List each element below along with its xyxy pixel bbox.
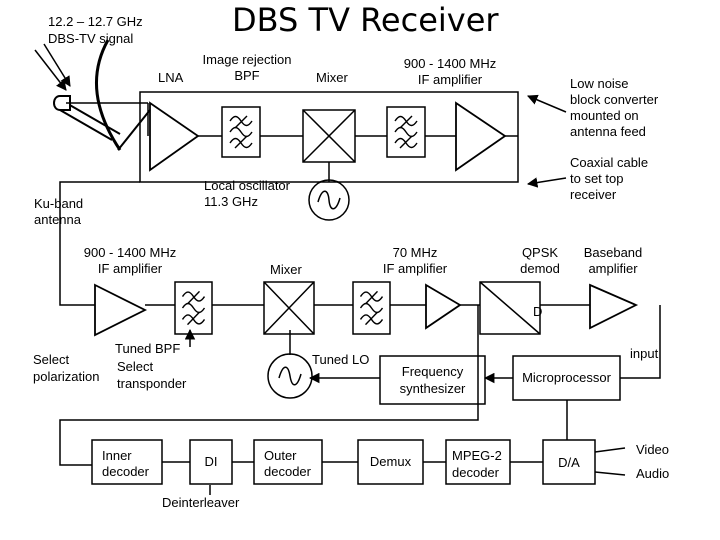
microprocessor-label: Microprocessor bbox=[522, 370, 611, 385]
tuned-bpf-glyph-icon bbox=[181, 290, 206, 326]
audio-output-label: Audio bbox=[636, 466, 670, 481]
inner-decoder-label: Inner bbox=[102, 448, 132, 463]
cable-note-2: to set top bbox=[570, 171, 624, 186]
tuned-lo-label: Tuned LO bbox=[312, 352, 370, 367]
tuned-lo-icon bbox=[267, 353, 313, 399]
lnb-note-4: antenna feed bbox=[570, 124, 646, 139]
if70-label-2: IF amplifier bbox=[382, 261, 448, 276]
baseband-label-2: amplifier bbox=[588, 261, 638, 276]
cable-note-arrow bbox=[526, 177, 567, 188]
inner-decoder-label-2: decoder bbox=[102, 464, 149, 479]
frequency-synthesizer-block bbox=[379, 355, 486, 405]
lnb-note-1: Low noise bbox=[570, 76, 629, 91]
coax-cable-wire bbox=[59, 181, 140, 306]
lnb-note-2: block converter bbox=[570, 92, 659, 107]
qpsk-label-2: demod bbox=[520, 261, 560, 276]
outer-decoder-label: Outer bbox=[264, 448, 297, 463]
lna-label: LNA bbox=[158, 70, 184, 85]
rx-mixer-block bbox=[263, 281, 315, 335]
select-transponder-label: Select bbox=[117, 359, 154, 374]
cable-note-1: Coaxial cable bbox=[570, 155, 649, 170]
if70-amplifier-icon bbox=[425, 283, 462, 330]
lna-amplifier-icon bbox=[149, 101, 200, 172]
mpeg-label-2: decoder bbox=[452, 465, 499, 480]
synth-label-2: synthesizer bbox=[399, 381, 466, 396]
lo-label: Local oscillator bbox=[204, 178, 290, 193]
cable-note-3: receiver bbox=[570, 187, 617, 202]
deinterleaver-label: Deinterleaver bbox=[162, 495, 240, 510]
lnb-if-amplifier-icon bbox=[455, 101, 507, 172]
lnb-mixer-label: Mixer bbox=[316, 70, 348, 85]
tuned-bpf-label: Tuned BPF bbox=[115, 341, 181, 356]
lnb-note-3: mounted on bbox=[570, 108, 639, 123]
antenna-label-2: antenna bbox=[34, 212, 81, 227]
tuned-bpf-block bbox=[174, 281, 213, 335]
baseband-label: Baseband bbox=[583, 245, 643, 260]
input-label: input bbox=[630, 346, 659, 361]
da-label: D/A bbox=[558, 455, 580, 470]
d-label: D bbox=[533, 304, 543, 319]
mpeg-label: MPEG-2 bbox=[452, 448, 502, 463]
lo-label-2: 11.3 GHz bbox=[204, 194, 258, 209]
lnb-note-arrow bbox=[527, 94, 567, 113]
qpsk-label: QPSK bbox=[521, 245, 559, 260]
dish-antenna-icon bbox=[53, 39, 151, 151]
antenna-label: Ku-band bbox=[34, 196, 84, 211]
image-filter-label-2: BPF bbox=[234, 68, 260, 83]
image-reject-bpf-glyph-icon bbox=[229, 115, 253, 149]
tuned-lo-sine-icon bbox=[278, 366, 302, 386]
signal-label-freq: 12.2 – 12.7 GHz bbox=[48, 14, 143, 29]
rx-if-label: 900 - 1400 MHz bbox=[83, 245, 177, 260]
deinterleaver-block bbox=[189, 439, 233, 485]
image-filter-label: Image rejection bbox=[202, 52, 292, 67]
signal-label-name: DBS-TV signal bbox=[48, 31, 134, 46]
if70-bpf-glyph-icon bbox=[359, 290, 384, 326]
da-converter-block bbox=[542, 439, 596, 485]
outer-decoder-label-2: decoder bbox=[264, 464, 311, 479]
lo-sine-icon bbox=[317, 190, 341, 210]
demux-block bbox=[357, 439, 424, 485]
local-oscillator-icon bbox=[308, 179, 350, 221]
lnb-mixer-block bbox=[302, 109, 356, 163]
rx-if-label-2: IF amplifier bbox=[97, 261, 163, 276]
select-transponder-label-2: transponder bbox=[117, 376, 187, 391]
demux-label: Demux bbox=[369, 454, 412, 469]
select-polarization-label-2: polarization bbox=[33, 369, 100, 384]
lnb-if-label-2: IF amplifier bbox=[417, 72, 483, 87]
inner-decoder-block bbox=[91, 439, 163, 485]
signal-arrows bbox=[34, 43, 71, 91]
video-output-label: Video bbox=[636, 442, 670, 457]
if70-label: 70 MHz bbox=[392, 245, 438, 260]
image-reject-bpf-block bbox=[221, 106, 261, 158]
lnb-if-label: 900 - 1400 MHz bbox=[403, 56, 497, 71]
select-polarization-label: Select bbox=[33, 352, 70, 367]
rx-mixer-label: Mixer bbox=[270, 262, 302, 277]
di-label: DI bbox=[204, 454, 218, 469]
rx-if-amplifier-icon bbox=[94, 283, 148, 337]
mpeg2-decoder-block bbox=[445, 439, 511, 485]
page-title: DBS TV Receiver bbox=[232, 1, 499, 39]
microprocessor-block bbox=[512, 355, 621, 401]
synth-label: Frequency bbox=[401, 364, 464, 379]
qpsk-demod-block bbox=[479, 281, 541, 335]
if70-bpf-block bbox=[352, 281, 391, 335]
lnb-if-bpf-glyph-icon bbox=[394, 115, 418, 149]
baseband-amplifier-icon bbox=[589, 283, 639, 330]
outer-decoder-block bbox=[253, 439, 323, 485]
lnb-if-bpf-block bbox=[386, 106, 426, 158]
